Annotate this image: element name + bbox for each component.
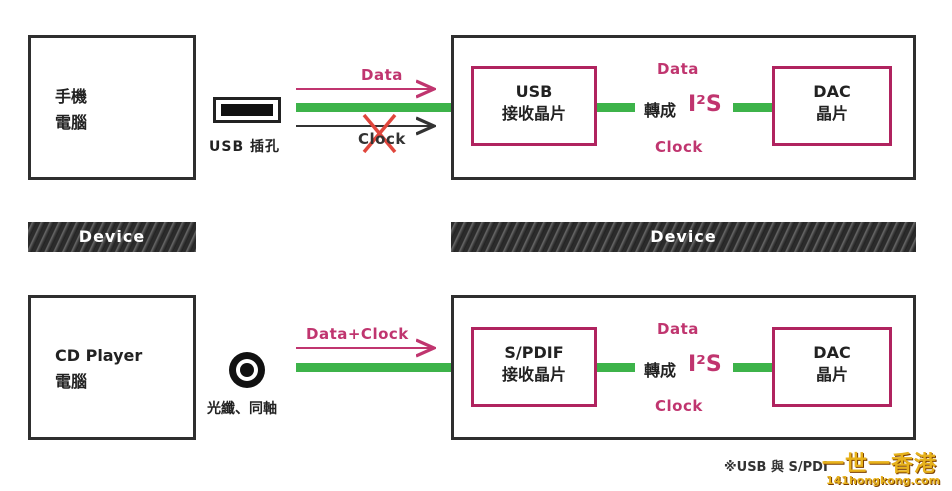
device-bar-right: Device <box>451 222 916 252</box>
top-dac-chip-box <box>772 66 892 146</box>
top-inner-data-label: Data <box>657 60 699 78</box>
top-i2s-label: I²S <box>688 92 722 117</box>
top-green-link-inner-left <box>597 103 635 112</box>
bottom-green-link-inner-left <box>597 363 635 372</box>
bottom-inner-clock-label: Clock <box>655 397 703 415</box>
top-data-label: Data <box>361 66 403 84</box>
watermark-url-text: 141hongkong.com <box>826 474 941 487</box>
top-dac-chip-label: DAC 晶片 <box>813 82 851 123</box>
bottom-source-label: CD Player 電腦 <box>55 346 143 391</box>
top-source-box <box>28 35 196 180</box>
bottom-combined-label: Data+Clock <box>306 325 409 343</box>
bottom-dac-chip-box <box>772 327 892 407</box>
top-inner-clock-label: Clock <box>655 138 703 156</box>
clock-cross-mark-2 <box>362 113 397 154</box>
bottom-i2s-label: I²S <box>688 352 722 377</box>
bottom-inner-data-label: Data <box>657 320 699 338</box>
bottom-source-box <box>28 295 196 440</box>
spdif-receiver-chip-box <box>471 327 597 407</box>
top-green-link-outer <box>296 103 476 112</box>
usb-port-label: USB 插孔 <box>209 139 280 155</box>
top-source-label: 手機 電腦 <box>55 87 88 132</box>
footnote-text: ※USB 與 S/PDI <box>724 460 828 475</box>
top-convert-label: 轉成 <box>644 101 677 120</box>
bottom-convert-label: 轉成 <box>644 361 677 380</box>
top-clock-label: Clock <box>358 130 406 148</box>
usb-port-icon <box>213 97 281 123</box>
top-green-link-inner-right <box>733 103 772 112</box>
device-bar-left: Device <box>28 222 196 252</box>
bottom-dac-chip-label: DAC 晶片 <box>813 343 851 384</box>
coaxial-jack-label: 光纖、同軸 <box>207 401 277 417</box>
bottom-green-link-inner-right <box>733 363 772 372</box>
usb-receiver-chip-label: USB 接收晶片 <box>501 82 566 123</box>
coaxial-jack-icon <box>229 352 265 388</box>
bottom-green-link-outer <box>296 363 476 372</box>
spdif-receiver-chip-label: S/PDIF 接收晶片 <box>501 343 566 384</box>
watermark-logo-text: 一世一香港 <box>822 452 938 477</box>
usb-receiver-chip-box <box>471 66 597 146</box>
